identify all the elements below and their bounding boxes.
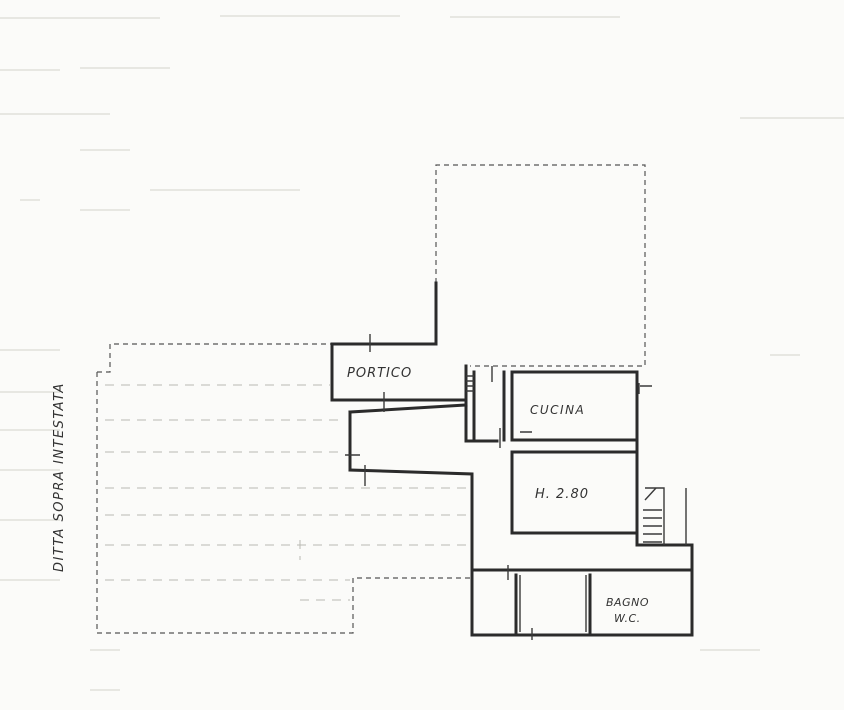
room-label-cucina: CUCINA	[530, 403, 585, 417]
main-walls	[330, 281, 694, 637]
room-label-bagno: BAGNO	[606, 596, 649, 609]
ghost-lines	[105, 384, 470, 601]
terrace-outline	[435, 164, 646, 367]
door-ticks	[345, 334, 652, 640]
staircase	[643, 487, 662, 543]
side-note-owner: DITTA SOPRA INTESTATA	[52, 382, 67, 572]
left-annex-outline	[96, 343, 472, 634]
room-label-wc: W.C.	[614, 612, 641, 625]
room-label-portico: PORTICO	[347, 366, 412, 381]
height-note: H. 2.80	[535, 487, 589, 502]
scan-noise	[0, 15, 844, 691]
hatch-mark	[466, 375, 474, 392]
